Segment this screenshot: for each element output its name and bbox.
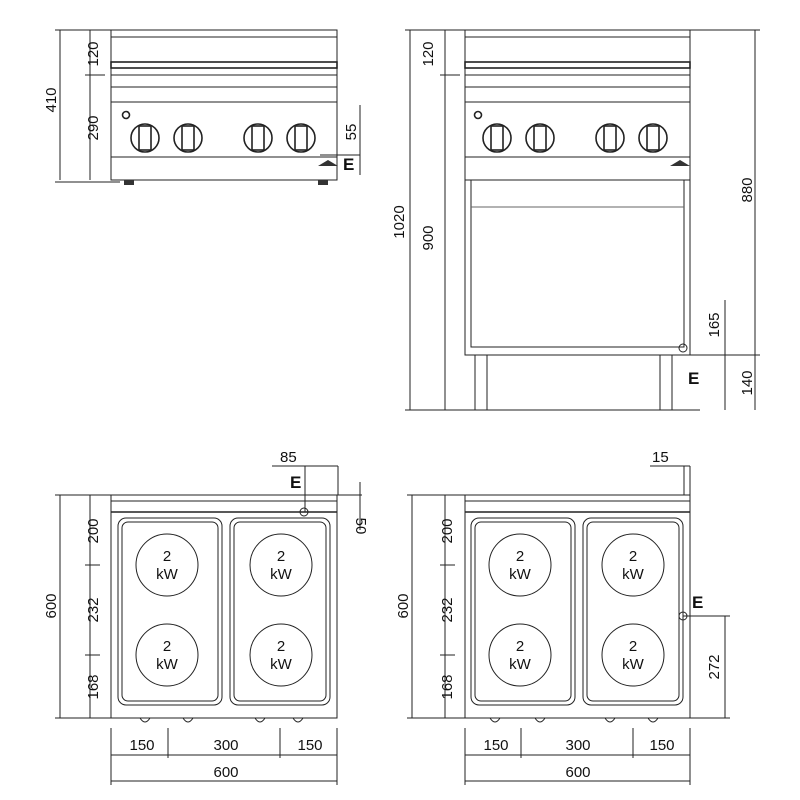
plate-power: 2 <box>516 548 524 565</box>
hot-plates: 2 kW 2 kW 2 kW 2 kW <box>135 533 313 687</box>
plate-unit: kW <box>622 566 645 583</box>
dim-plan-depth: 600 <box>43 593 60 618</box>
dim-plan-side-right: 150 <box>649 737 674 754</box>
dim-plan-center: 300 <box>565 737 590 754</box>
dim-plan-depth: 600 <box>395 593 412 618</box>
plan-view-on-stand: 2 kW 2 kW 2 kW 2 kW 200 232 168 600 15 <box>395 449 730 785</box>
dim-side-lower: 900 <box>420 225 437 250</box>
dim-side-total: 1020 <box>391 205 408 238</box>
front-view-countertop: 120 290 410 55 E <box>43 29 361 185</box>
dim-front-total: 410 <box>43 87 60 112</box>
hot-plates: 2 kW 2 kW 2 kW 2 kW <box>488 533 665 687</box>
dim-plan-rear: 200 <box>85 518 102 543</box>
dim-front-top: 120 <box>85 41 102 66</box>
dim-plan-conn-x: 85 <box>280 449 297 466</box>
plate-power: 2 <box>629 548 637 565</box>
plate-power: 2 <box>277 548 285 565</box>
dim-side-right-total: 880 <box>739 177 756 202</box>
plate-unit: kW <box>270 566 293 583</box>
dim-plan-side-right: 150 <box>297 737 322 754</box>
dim-side-connection: 165 <box>706 312 723 337</box>
dim-plan-side-left: 150 <box>129 737 154 754</box>
dim-plan-width: 600 <box>213 764 238 781</box>
connection-label-plan-right: E <box>692 593 703 612</box>
dim-front-lower: 290 <box>85 115 102 140</box>
dim-plan-middle: 232 <box>439 597 456 622</box>
plate-unit: kW <box>156 656 179 673</box>
plate-power: 2 <box>516 638 524 655</box>
plate-power: 2 <box>629 638 637 655</box>
plate-unit: kW <box>156 566 179 583</box>
plate-unit: kW <box>509 566 532 583</box>
control-knobs <box>130 123 316 153</box>
dim-plan-conn-y: 50 <box>352 518 369 535</box>
plate-unit: kW <box>509 656 532 673</box>
dim-plan-rear: 200 <box>439 518 456 543</box>
connection-label-front: E <box>343 155 354 174</box>
connection-label-side: E <box>688 369 699 388</box>
dim-plan-center: 300 <box>213 737 238 754</box>
plate-power: 2 <box>277 638 285 655</box>
dim-plan-side-left: 150 <box>483 737 508 754</box>
connection-label-plan-left: E <box>290 473 301 492</box>
dim-plan-width: 600 <box>565 764 590 781</box>
dim-plan-conn-y: 272 <box>706 654 723 679</box>
plate-power: 2 <box>163 548 171 565</box>
control-knobs <box>482 123 668 153</box>
dim-plan-middle: 232 <box>85 597 102 622</box>
dim-plan-front: 168 <box>85 674 102 699</box>
plate-power: 2 <box>163 638 171 655</box>
plan-view-countertop: 2 kW 2 kW 2 kW 2 kW 200 232 168 600 150 <box>43 449 369 785</box>
dim-side-top: 120 <box>420 41 437 66</box>
dim-plan-conn-x: 15 <box>652 449 669 466</box>
plate-unit: kW <box>622 656 645 673</box>
dim-front-connection: 55 <box>343 124 360 141</box>
front-view-on-stand: 120 900 1020 880 165 140 E <box>391 29 760 411</box>
plate-unit: kW <box>270 656 293 673</box>
dim-side-legs: 140 <box>739 370 756 395</box>
dim-plan-front: 168 <box>439 674 456 699</box>
